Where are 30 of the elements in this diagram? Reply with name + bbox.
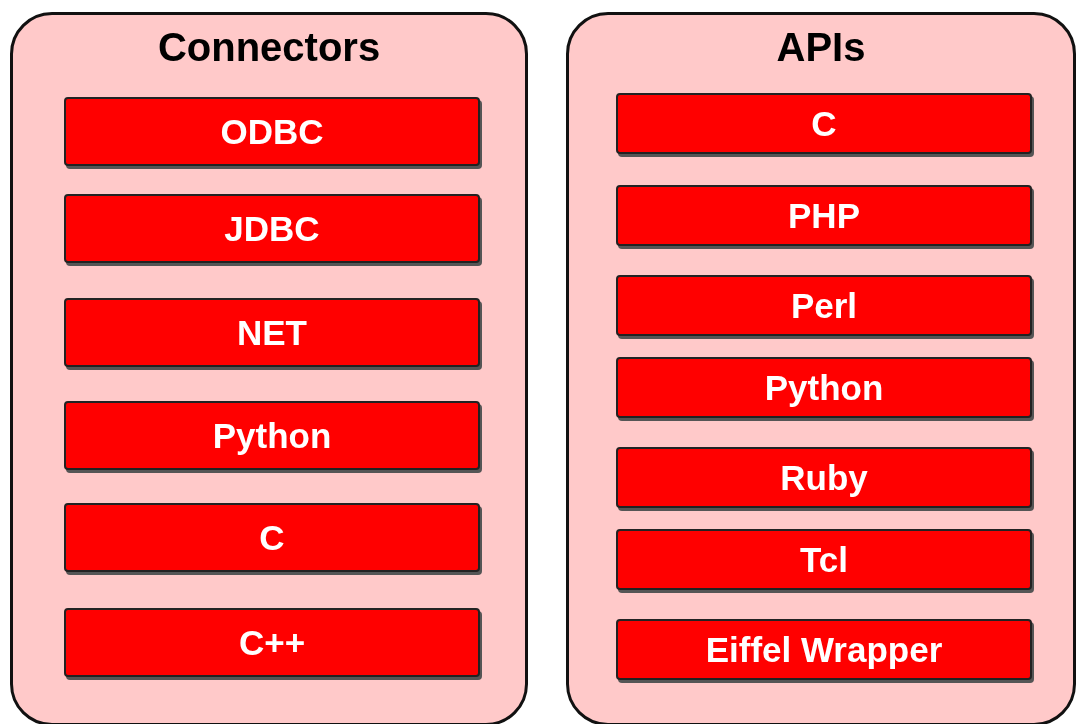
- item-label: ODBC: [220, 111, 324, 152]
- item-label: Perl: [790, 285, 858, 326]
- item-label: NET: [237, 312, 307, 353]
- item-label: Eiffel Wrapper: [705, 629, 943, 670]
- item-box: [616, 529, 1032, 590]
- item-label: Tcl: [800, 539, 848, 580]
- item-box: [64, 401, 480, 470]
- item-label: Python: [212, 415, 332, 456]
- item-label: C: [259, 517, 285, 558]
- item-label: Python: [764, 367, 884, 408]
- item-box: [616, 93, 1032, 154]
- group-panel: [10, 12, 528, 724]
- group-panel: [566, 12, 1076, 724]
- item-box: [64, 97, 480, 166]
- item-label: Ruby: [780, 457, 868, 498]
- item-box: [616, 357, 1032, 418]
- item-box: [616, 185, 1032, 246]
- item-label: PHP: [788, 195, 860, 236]
- item-box: [616, 619, 1032, 680]
- panel-title: Connectors: [157, 25, 381, 70]
- item-box: [64, 503, 480, 572]
- item-label: C: [811, 103, 837, 144]
- item-label: C++: [238, 622, 306, 663]
- item-box: [64, 298, 480, 367]
- item-box: [616, 447, 1032, 508]
- panel-title: APIs: [776, 25, 866, 70]
- item-label: JDBC: [224, 208, 320, 249]
- item-box: [64, 608, 480, 677]
- item-box: [64, 194, 480, 263]
- item-box: [616, 275, 1032, 336]
